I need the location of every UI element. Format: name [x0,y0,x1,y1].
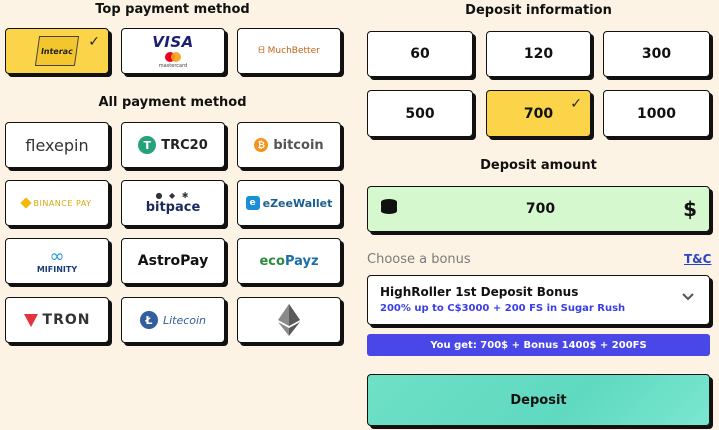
tether-icon: T [138,136,157,154]
payment-muchbetter[interactable]: ᗺ MuchBetter [237,28,341,74]
choose-bonus-label: Choose a bonus [367,252,471,267]
deposit-amount-heading: Deposit amount [480,158,597,173]
muchbetter-icon: ᗺ [258,46,265,56]
tc-link[interactable]: T&C [684,252,712,266]
bitpace-coins-icon: ● ◆ ✱ [155,191,191,200]
coins-stack-icon [380,198,398,221]
interac-logo: Interac [34,36,80,66]
payment-tron[interactable]: TRON [5,297,109,343]
check-icon: ✓ [570,96,582,112]
mastercard-icon [164,52,181,62]
bonus-description: 200% up to C$3000 + 200 FS in Sugar Rush [380,303,626,314]
amount-700[interactable]: 700 ✓ [486,90,591,137]
deposit-amount-value[interactable]: 700 [525,201,556,217]
deposit-amount-input[interactable]: 700 $ [367,186,710,232]
payment-bitcoin[interactable]: ₿ bitcoin [237,122,341,168]
payment-flexepin[interactable]: flexepin [5,122,109,168]
check-icon: ✓ [88,34,100,50]
top-payment-heading: Top payment method [95,2,250,17]
bitcoin-icon: ₿ [254,138,269,152]
payment-litecoin[interactable]: Ł Litecoin [121,297,225,343]
deposit-button[interactable]: Deposit [367,374,710,426]
payment-astropay[interactable]: AstroPay [121,238,225,284]
visa-logo: VISA mastercard [152,33,194,69]
payment-trc20[interactable]: T TRC20 [121,122,225,168]
ecopayz-logo: ecoPayz [259,253,319,269]
muchbetter-logo: ᗺ MuchBetter [258,46,320,56]
deposit-info-heading: Deposit information [465,3,612,18]
dollar-icon: $ [683,197,697,221]
payment-ethereum[interactable] [237,297,341,343]
amount-500[interactable]: 500 [367,90,473,137]
amount-1000[interactable]: 1000 [603,90,710,137]
payment-ecopayz[interactable]: ecoPayz [237,238,341,284]
ezeewallet-icon: e [245,196,260,210]
payment-interac[interactable]: Interac ✓ [5,28,109,74]
all-payment-heading: All payment method [98,95,247,110]
payment-bitpace[interactable]: ● ◆ ✱ bitpace [121,180,225,226]
tron-icon [23,313,38,327]
ethereum-icon [278,304,300,336]
amount-60[interactable]: 60 [367,31,473,77]
bonus-name: HighRoller 1st Deposit Bonus [380,285,579,299]
litecoin-icon: Ł [139,311,158,329]
bonus-select[interactable]: HighRoller 1st Deposit Bonus 200% up to … [367,275,710,325]
payment-mifinity[interactable]: ∞ MIFINITY [5,238,109,284]
payment-ezeewallet[interactable]: e eZeeWallet [237,180,341,226]
amount-120[interactable]: 120 [486,31,591,77]
mifinity-icon: ∞ [49,245,65,267]
payment-binance-pay[interactable]: BINANCE PAY [5,180,109,226]
chevron-down-icon [681,290,695,306]
amount-300[interactable]: 300 [603,31,710,77]
bonus-summary-bar: You get: 700$ + Bonus 1400$ + 200FS [367,334,710,356]
binance-icon [20,197,33,209]
payment-visa[interactable]: VISA mastercard [121,28,225,74]
